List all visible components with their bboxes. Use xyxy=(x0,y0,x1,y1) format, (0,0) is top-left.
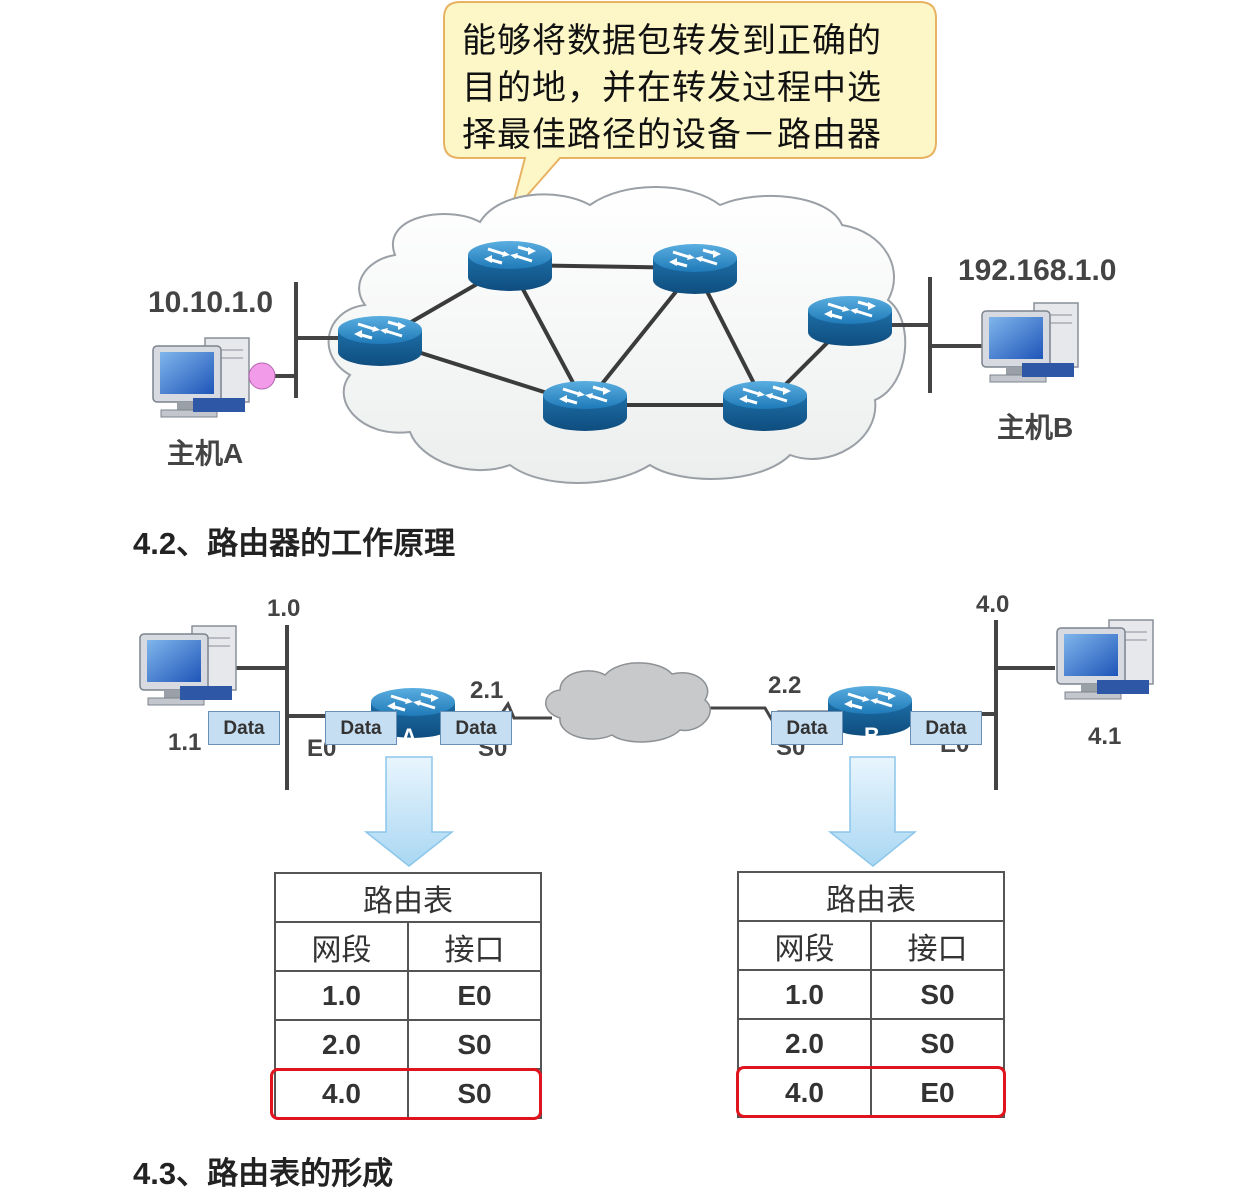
router-icon xyxy=(541,379,629,433)
callout-line: 择最佳路径的设备－路由器 xyxy=(462,115,882,155)
callout-text: 能够将数据包转发到正确的 目的地，并在转发过程中选 择最佳路径的设备－路由器 xyxy=(462,18,932,159)
highlight-row-b xyxy=(736,1066,1006,1118)
router-icon xyxy=(721,379,809,433)
data-packet: Data xyxy=(440,711,512,745)
table-cell: 1.0 xyxy=(737,969,872,1020)
data-packet: Data xyxy=(208,711,280,745)
section-title-4-2: 4.2、路由器的工作原理 xyxy=(133,526,456,561)
table-row: 1.0 E0 xyxy=(274,970,542,1021)
router-a-letter: A xyxy=(401,724,417,749)
table-row: 1.0 S0 xyxy=(737,969,1005,1020)
data-packet: Data xyxy=(771,711,843,745)
arrow-down-icon xyxy=(827,756,918,867)
table-cell: S0 xyxy=(870,969,1005,1020)
router-b-letter: B xyxy=(864,723,880,748)
right-network-addr: 4.0 xyxy=(976,591,1010,618)
arrow-down-icon xyxy=(363,756,455,867)
left-network-label: 10.10.1.0 xyxy=(148,286,274,319)
table-cell: S0 xyxy=(407,1019,542,1070)
router-icon xyxy=(336,314,424,368)
left-host-computer-icon xyxy=(139,625,237,706)
table-title: 路由表 xyxy=(274,872,542,923)
router-icon xyxy=(651,242,739,296)
router-b-serial-addr: 2.2 xyxy=(768,672,802,699)
host-b-computer-icon xyxy=(981,302,1079,383)
router-icon xyxy=(466,239,554,293)
table-cell: 4.0 xyxy=(737,1067,872,1118)
host-a-computer-icon xyxy=(152,337,250,418)
table-row: 2.0 S0 xyxy=(274,1019,542,1070)
column-header: 接口 xyxy=(407,921,542,972)
table-row: 4.0 E0 xyxy=(737,1067,1005,1118)
section-title-4-3: 4.3、路由表的形成 xyxy=(133,1156,394,1191)
packet-dot-icon xyxy=(248,362,276,390)
column-header: 网段 xyxy=(274,921,409,972)
right-network-label: 192.168.1.0 xyxy=(958,254,1117,287)
highlight-row-a xyxy=(270,1068,542,1120)
left-host-addr: 1.1 xyxy=(168,729,202,756)
router-icon xyxy=(806,294,894,348)
table-row: 2.0 S0 xyxy=(737,1018,1005,1069)
table-cell: 2.0 xyxy=(274,1019,409,1070)
routing-table-a: 路由表 网段 接口 1.0 E0 2.0 S0 4.0 S0 xyxy=(274,872,542,1119)
wan-cloud xyxy=(545,662,711,743)
data-packet: Data xyxy=(325,711,397,745)
data-packet: Data xyxy=(910,711,982,745)
table-cell: 1.0 xyxy=(274,970,409,1021)
table-cell: S0 xyxy=(870,1018,1005,1069)
column-header: 接口 xyxy=(870,920,1005,971)
table-cell: E0 xyxy=(407,970,542,1021)
callout-line: 能够将数据包转发到正确的 xyxy=(462,21,882,61)
table-title: 路由表 xyxy=(737,871,1005,922)
right-host-computer-icon xyxy=(1056,619,1154,700)
table-cell: 4.0 xyxy=(274,1068,409,1119)
column-header: 网段 xyxy=(737,920,872,971)
host-a-label: 主机A xyxy=(167,438,244,469)
host-b-label: 主机B xyxy=(997,412,1074,443)
router-a-serial-addr: 2.1 xyxy=(470,677,504,704)
right-host-addr: 4.1 xyxy=(1088,723,1122,750)
table-cell: 2.0 xyxy=(737,1018,872,1069)
routing-table-b: 路由表 网段 接口 1.0 S0 2.0 S0 4.0 E0 xyxy=(737,871,1005,1118)
left-network-addr: 1.0 xyxy=(267,595,301,622)
callout-line: 目的地，并在转发过程中选 xyxy=(462,68,882,108)
